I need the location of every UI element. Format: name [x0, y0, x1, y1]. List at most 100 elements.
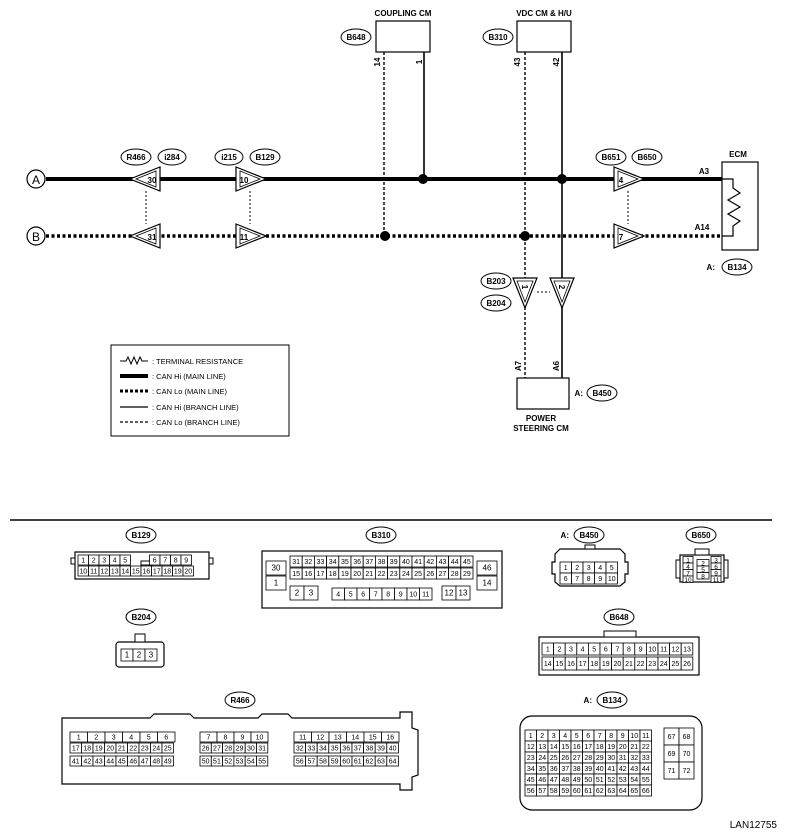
svg-text:11: 11	[240, 233, 249, 242]
connector-pin: 61	[354, 759, 362, 766]
junction-dot	[380, 231, 390, 241]
connector-pin: 46	[483, 564, 492, 573]
svg-text:A:: A:	[561, 531, 569, 540]
connector-pin: 23	[141, 746, 149, 753]
connector-pin: 2	[701, 560, 705, 567]
connector-pin: 36	[342, 746, 350, 753]
connector-pin: 27	[573, 755, 581, 762]
connector-pin: 46	[129, 759, 137, 766]
connector-pin: 64	[389, 759, 397, 766]
connector-pin: 26	[202, 746, 210, 753]
connector-pin: 14	[121, 569, 129, 576]
connector-pin: 68	[683, 734, 691, 741]
connector-pin: 15	[369, 735, 377, 742]
connector-pin: 31	[292, 559, 300, 566]
svg-text:B129: B129	[255, 153, 275, 162]
connector-pin: 12	[672, 647, 680, 654]
connector-pin: 10	[608, 576, 616, 583]
svg-text:B310: B310	[371, 531, 391, 540]
svg-text:7: 7	[619, 233, 624, 242]
connector-pin: 65	[630, 788, 638, 795]
connector-pin: 3	[102, 558, 106, 565]
connector-pin: 59	[331, 759, 339, 766]
vdc-cm-connector-tag: B310	[488, 33, 508, 42]
connector-pin: 37	[365, 559, 373, 566]
connector-pin: 28	[224, 746, 232, 753]
junction-dot	[418, 174, 428, 184]
connector-pin: 6	[714, 564, 718, 571]
connector-pin: 44	[642, 766, 650, 773]
svg-text:A:: A:	[584, 696, 592, 705]
connector-pin: 27	[213, 746, 221, 753]
connector-pin: 12	[527, 744, 535, 751]
connector-pin: 29	[463, 571, 471, 578]
connector-pin: 30	[272, 564, 281, 573]
connector-pin: 63	[607, 788, 615, 795]
svg-text:i215: i215	[221, 153, 237, 162]
connector-pin: 53	[236, 759, 244, 766]
connector-pin: 24	[402, 571, 410, 578]
connector-pin: 6	[153, 558, 157, 565]
connector-pin: 8	[627, 647, 631, 654]
connector-pin: 54	[247, 759, 255, 766]
svg-text:B: B	[32, 230, 40, 244]
connector-pin: 53	[619, 777, 627, 784]
ecm-connector-tag: B134	[727, 263, 747, 272]
connector-pin: 13	[459, 589, 468, 598]
connector-pin: 11	[422, 592, 429, 599]
connector-pin: 20	[106, 746, 114, 753]
connector-pin: 1	[564, 565, 568, 572]
connector-pin: 11	[713, 577, 720, 584]
connector-pin: 8	[386, 592, 390, 599]
junction-dot	[520, 231, 530, 241]
connector-pin: 15	[292, 571, 300, 578]
connector-pin: 39	[377, 746, 385, 753]
connector-pin: 10	[256, 735, 264, 742]
connector-pin: 32	[296, 746, 304, 753]
connector-pin: 55	[642, 777, 650, 784]
connector-pin: 3	[552, 733, 556, 740]
connector-pin: 14	[483, 579, 492, 588]
legend-label: : CAN Lo (MAIN LINE)	[152, 387, 228, 396]
connector-pin: 19	[174, 569, 182, 576]
connector-pin: 48	[561, 777, 569, 784]
connector-pin: 20	[619, 744, 627, 751]
connector-pin: 42	[426, 559, 434, 566]
connector-pin: 2	[92, 558, 96, 565]
connector-pin: 9	[399, 592, 403, 599]
junction-dot	[557, 174, 567, 184]
svg-text:B650: B650	[691, 531, 711, 540]
connector-pin: 26	[683, 661, 691, 668]
connector-pin: 25	[414, 571, 422, 578]
connector-pin: 15	[561, 744, 569, 751]
connector-pin: 9	[714, 570, 718, 577]
connector-pin: 51	[213, 759, 221, 766]
connector-pin: 8	[701, 573, 705, 580]
connector-pin: 20	[184, 569, 192, 576]
connector-pin: 25	[672, 661, 680, 668]
connector-pin: 3	[714, 557, 718, 564]
coupling-cm-connector-tag: B648	[346, 33, 366, 42]
connector-pin: 72	[683, 768, 691, 775]
connector-pin: 16	[142, 569, 150, 576]
svg-text:R466: R466	[230, 696, 250, 705]
connector-pin: 40	[389, 746, 397, 753]
connector-pin: 1	[546, 647, 550, 654]
ecm-pin-a3: A3	[699, 167, 710, 176]
power-steering-cm-module: A7 A6 POWER STEERING CM A: B450	[513, 360, 618, 433]
junction-b650: B651 B650 4 7	[595, 148, 663, 249]
connector-pin: 10	[630, 733, 638, 740]
connector-pin: 42	[83, 759, 91, 766]
connector-pin: 45	[527, 777, 535, 784]
connector-pin: 45	[118, 759, 126, 766]
connector-pin: 66	[642, 788, 650, 795]
connector-pin: 35	[341, 559, 349, 566]
connector-pin: 3	[569, 647, 573, 654]
connector-pin: 48	[152, 759, 160, 766]
connector-pin: 21	[365, 571, 373, 578]
ps-cm-pin-a6: A6	[552, 360, 561, 371]
connector-pin: 2	[94, 735, 98, 742]
svg-text:A:: A:	[707, 263, 715, 272]
